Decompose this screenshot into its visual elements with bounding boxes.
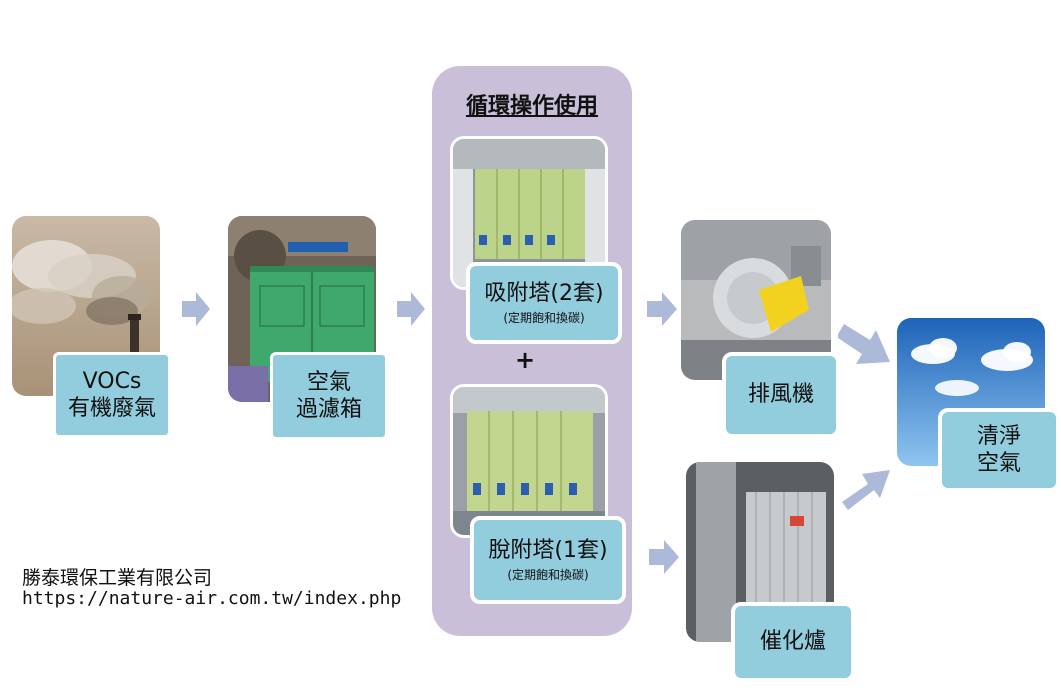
voc-smokestack-photo (12, 216, 160, 396)
adsorption-title: 吸附塔(2套) (484, 280, 604, 306)
filter-label-line1: 空氣 (306, 369, 351, 395)
filter-label-line2: 過濾箱 (295, 397, 362, 422)
fan-title: 排風機 (747, 382, 814, 408)
incinerator-title: 催化爐 (759, 629, 826, 655)
company-name: 勝泰環保工業有限公司 (22, 567, 213, 589)
arrow-right-icon (649, 540, 679, 574)
arrow-diagonal-up-icon (842, 470, 890, 510)
clean-air-line1: 清淨 (976, 423, 1021, 449)
desorption-tower-photo (450, 384, 608, 538)
plus-sign: + (515, 346, 536, 374)
adsorption-subtitle: (定期飽和換碳) (503, 311, 585, 326)
desorption-title: 脫附塔(1套) (488, 537, 608, 563)
fan-label: 排風機 (722, 352, 840, 438)
clean-air-label: 清淨 空氣 (938, 408, 1060, 492)
company-url: https://nature-air.com.tw/index.php (22, 588, 402, 609)
adsorption-label: 吸附塔(2套) (定期飽和換碳) (466, 262, 622, 344)
arrow-diagonal-down-icon (838, 324, 890, 364)
voc-label-line2: 有機廢氣 (67, 396, 156, 421)
voc-label-line1: VOCs (82, 368, 142, 394)
voc-label: VOCs 有機廢氣 (53, 352, 171, 438)
clean-air-line2: 空氣 (976, 451, 1021, 476)
desorption-label: 脫附塔(1套) (定期飽和換碳) (470, 516, 626, 604)
incinerator-label: 催化爐 (731, 602, 855, 682)
arrow-right-icon (182, 292, 210, 326)
cycle-operation-title: 循環操作使用 (465, 94, 598, 119)
desorption-subtitle: (定期飽和換碳) (507, 568, 589, 583)
arrow-right-icon (647, 292, 677, 326)
arrow-right-icon (397, 292, 425, 326)
filter-label: 空氣 過濾箱 (270, 352, 388, 440)
